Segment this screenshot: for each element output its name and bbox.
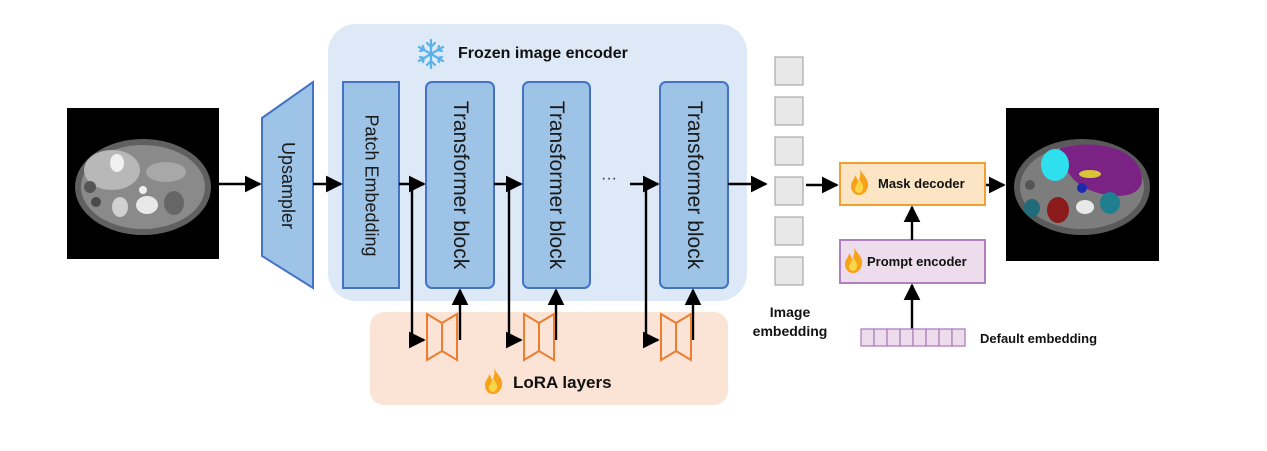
transformer-block-1-label: Transformer block <box>449 100 472 270</box>
transformer-block-n-label: Transformer block <box>683 100 706 270</box>
image-embedding-label: Image embedding <box>752 304 828 339</box>
prompt-encoder-label: Prompt encoder <box>867 254 967 269</box>
lora-label: LoRA layers <box>513 373 612 392</box>
ellipsis: ··· <box>601 170 617 187</box>
upsampler-label: Upsampler <box>278 141 298 229</box>
mask-decoder-label: Mask decoder <box>878 176 965 191</box>
patch-embedding-block <box>342 81 400 289</box>
snowflake-icon <box>417 38 445 70</box>
input-ct-image <box>67 108 219 259</box>
prompt-encoder-block <box>839 239 986 284</box>
transformer-block-2-label: Transformer block <box>545 100 569 270</box>
default-embedding-cells <box>860 328 966 347</box>
transformer-block-2 <box>522 81 591 289</box>
lora-adapter-icons <box>426 312 692 362</box>
default-embedding-label: Default embedding <box>980 331 1098 346</box>
upsampler-block <box>261 80 314 290</box>
frozen-encoder-label: Frozen image encoder <box>458 45 628 62</box>
patch-embedding-label: Patch Embedding <box>361 113 382 257</box>
output-segmented-image <box>1006 108 1159 261</box>
image-embedding-stack <box>774 56 804 286</box>
